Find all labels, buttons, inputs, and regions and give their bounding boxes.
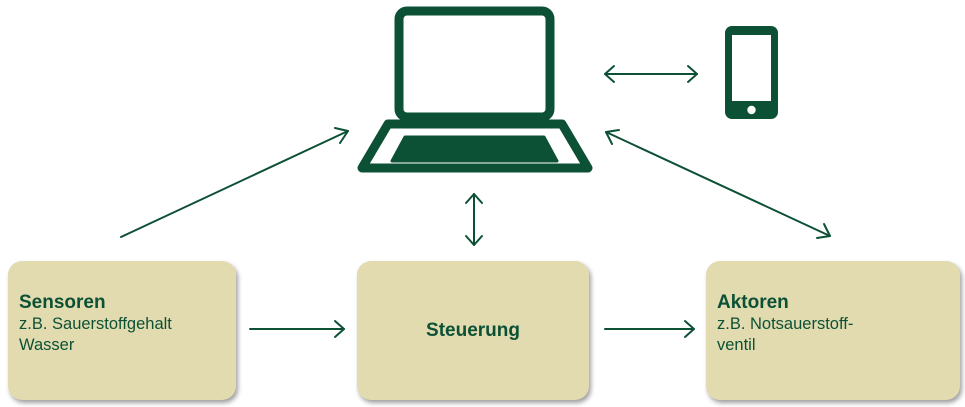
actors-box: Aktoren z.B. Notsauerstoff- ventil	[706, 261, 960, 400]
arrow-laptop-control	[465, 193, 483, 246]
actors-description: z.B. Notsauerstoff- ventil	[717, 315, 854, 354]
arrow-sensors-to-laptop	[120, 127, 349, 238]
sensors-title: Sensoren	[19, 292, 106, 313]
actors-title: Aktoren	[717, 292, 789, 313]
arrow-laptop-actors	[605, 129, 831, 239]
arrow-laptop-smartphone	[604, 65, 698, 83]
control-title: Steuerung	[426, 320, 520, 341]
arrow-sensors-to-control	[249, 320, 345, 338]
arrow-control-to-actors	[604, 320, 695, 338]
control-box: Steuerung	[357, 261, 589, 400]
smartphone-icon	[725, 26, 778, 119]
sensors-description: z.B. Sauerstoffgehalt Wasser	[19, 315, 172, 354]
laptop-icon	[357, 6, 593, 173]
sensors-box: Sensoren z.B. Sauerstoffgehalt Wasser	[8, 261, 236, 400]
